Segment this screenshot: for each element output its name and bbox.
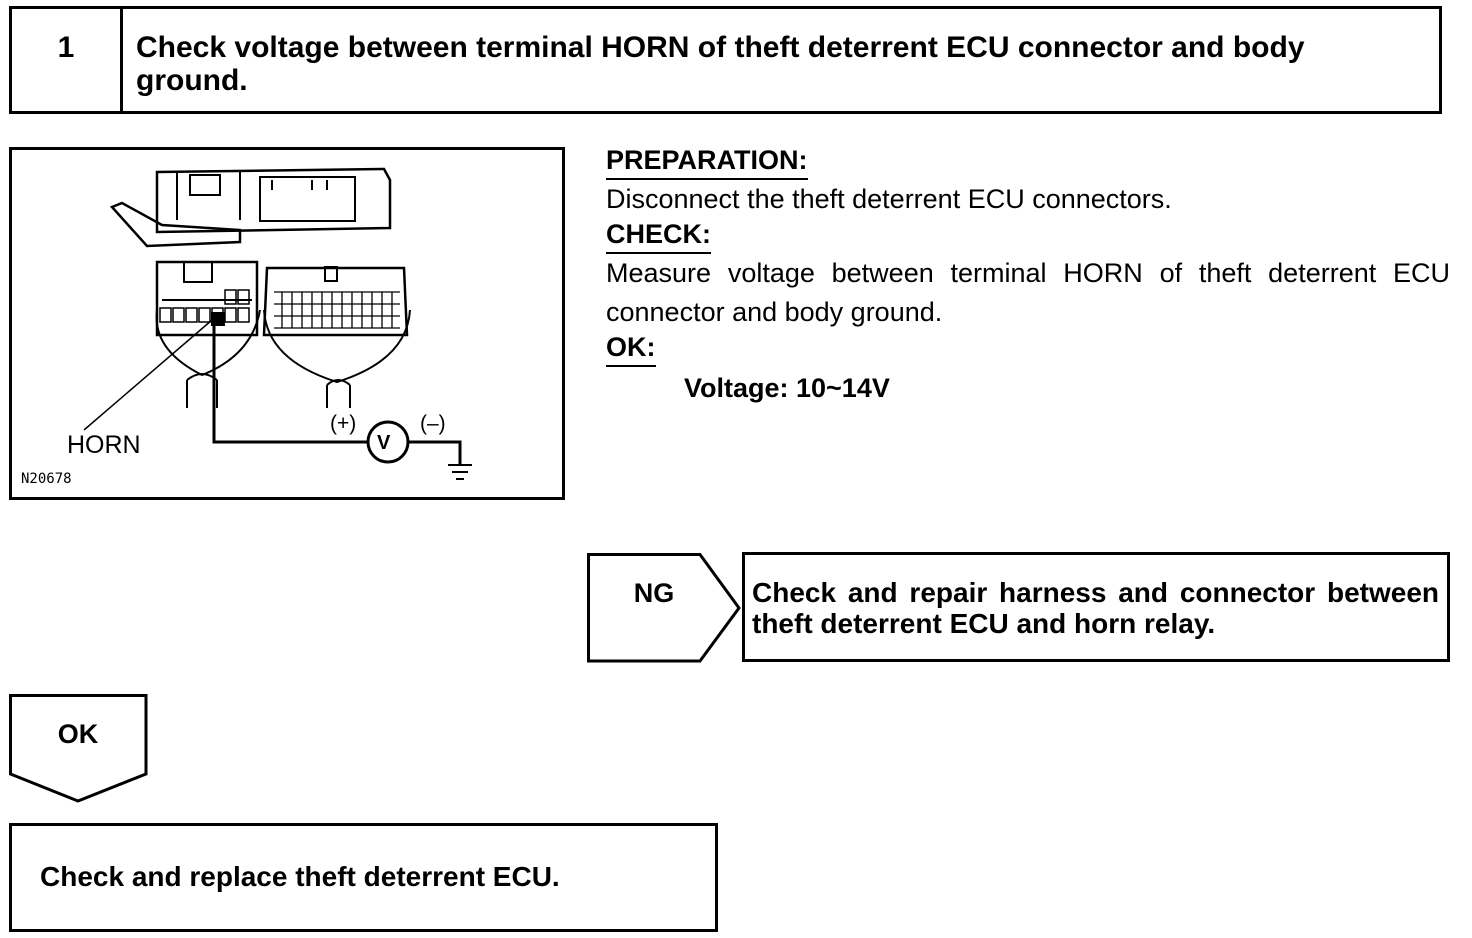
instructions: PREPARATION: Disconnect the theft deterr… [606, 145, 1450, 404]
horn-terminal-label: HORN [67, 431, 141, 459]
negative-probe-label: (–) [420, 412, 446, 435]
check-heading: CHECK: [606, 219, 711, 254]
figure-code: N20678 [21, 471, 72, 487]
connector-diagram: HORN (+) (–) V N20678 [9, 147, 565, 500]
connector-illustration [83, 167, 472, 480]
ok-heading: OK: [606, 332, 656, 367]
ng-action-text: Check and repair harness and connector b… [752, 577, 1439, 639]
ng-action-box: Check and repair harness and connector b… [742, 552, 1450, 662]
positive-probe-label: (+) [330, 412, 357, 435]
step-header: 1 Check voltage between terminal HORN of… [9, 6, 1442, 114]
step-title: Check voltage between terminal HORN of t… [136, 31, 1305, 97]
ok-spec: Voltage: 10~14V [684, 373, 890, 403]
ok-action-text: Check and replace theft deterrent ECU. [40, 861, 560, 892]
step-number-cell: 1 [12, 9, 123, 111]
preparation-text: Disconnect the theft deterrent ECU conne… [606, 184, 1172, 214]
ng-arrow-shape [587, 553, 741, 663]
check-text: Measure voltage between terminal HORN of… [606, 258, 1450, 327]
preparation-heading: PREPARATION: [606, 145, 808, 180]
ng-label: NG [633, 578, 675, 608]
voltmeter-symbol: V [377, 432, 391, 454]
ok-action-box: Check and replace theft deterrent ECU. [9, 823, 718, 932]
step-number: 1 [57, 31, 75, 64]
ok-arrow-shape [9, 694, 148, 803]
ok-label: OK [57, 719, 99, 749]
